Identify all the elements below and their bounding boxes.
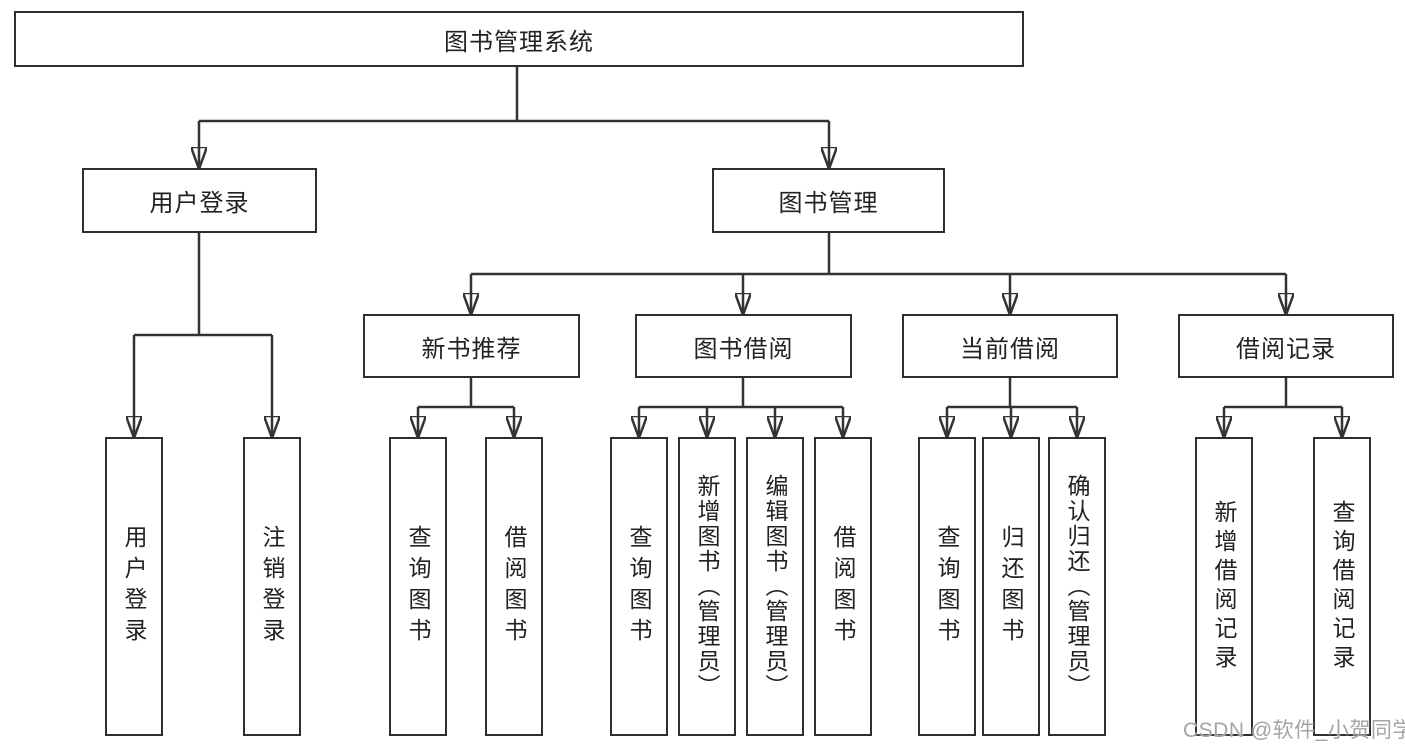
node-new-book-recommend: 新书推荐	[363, 314, 580, 378]
node-book-borrow: 图书借阅	[635, 314, 852, 378]
leaf-current-confirm-return-admin: 确认归还（管理员）	[1048, 437, 1106, 736]
leaf-newbooks-query-books: 查询图书	[389, 437, 447, 736]
leaf-current-query-books: 查询图书	[918, 437, 976, 736]
node-book-management: 图书管理	[712, 168, 945, 233]
csdn-watermark: CSDN @软件_小贺同学	[1183, 719, 1405, 742]
leaf-logout: 注销登录	[243, 437, 301, 736]
node-borrow-records: 借阅记录	[1178, 314, 1394, 378]
leaf-records-add-borrow-record: 新增借阅记录	[1195, 437, 1253, 736]
leaf-user-login: 用户登录	[105, 437, 163, 736]
node-root: 图书管理系统	[14, 11, 1024, 67]
leaf-borrow-borrow-books: 借阅图书	[814, 437, 872, 736]
leaf-borrow-add-books-admin: 新增图书（管理员）	[678, 437, 736, 736]
leaf-current-return-books: 归还图书	[982, 437, 1040, 736]
leaf-borrow-query-books: 查询图书	[610, 437, 668, 736]
leaf-newbooks-borrow-books: 借阅图书	[485, 437, 543, 736]
leaf-records-query-borrow-record: 查询借阅记录	[1313, 437, 1371, 736]
node-user-login: 用户登录	[82, 168, 317, 233]
leaf-borrow-edit-books-admin: 编辑图书（管理员）	[746, 437, 804, 736]
node-current-borrow: 当前借阅	[902, 314, 1118, 378]
